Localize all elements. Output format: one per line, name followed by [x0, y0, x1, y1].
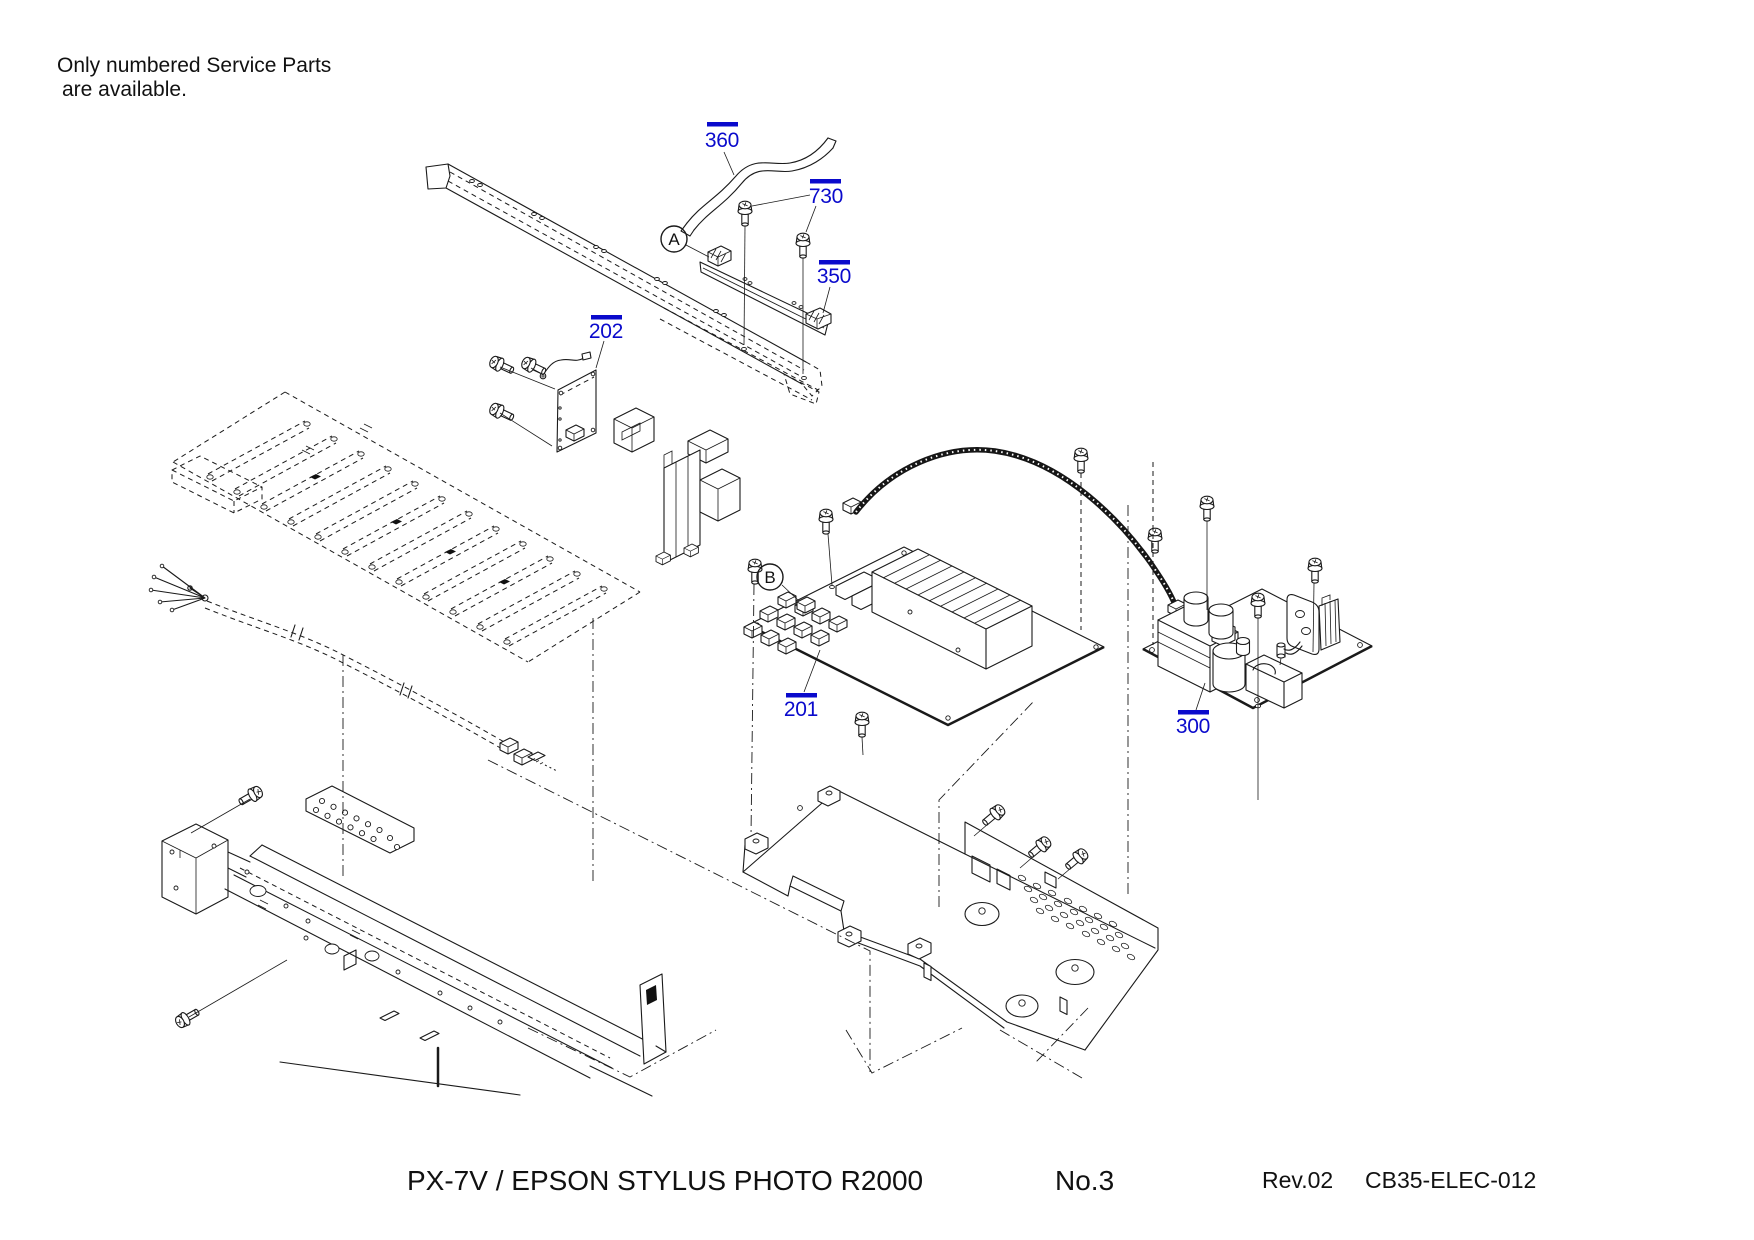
board-holder-brackets	[613, 407, 741, 566]
carriage-rail	[425, 163, 823, 405]
svg-text:730: 730	[809, 185, 843, 208]
note-line-2: are available.	[62, 78, 187, 101]
svg-text:202: 202	[589, 320, 623, 343]
footer-revision: Rev.02	[1262, 1167, 1333, 1193]
callout-b-letter: B	[764, 568, 775, 587]
power-cable	[842, 447, 1187, 617]
rail-lower-phantom	[659, 307, 820, 405]
ground-wire	[539, 351, 592, 380]
label-overline	[591, 315, 622, 320]
leader-360	[723, 151, 735, 176]
screws-730	[737, 194, 817, 374]
callouts: A B	[660, 225, 784, 591]
label-overline	[786, 693, 817, 698]
leader-202	[595, 340, 605, 369]
encoder-connector	[707, 245, 732, 267]
label-overline	[707, 122, 738, 127]
panel-board-202	[487, 340, 605, 453]
part-label-350: 350	[817, 260, 851, 288]
encoder-board-350	[685, 244, 832, 336]
paper-feed-assembly	[171, 391, 641, 663]
leader-callout-b	[781, 584, 800, 602]
part-labels: 360 730 350 202 201 300	[589, 122, 1210, 738]
footer-document-code: CB35-ELEC-012	[1365, 1167, 1536, 1193]
leader-730-b	[805, 205, 817, 233]
rear-wall-holes	[971, 855, 1057, 891]
ac-inlet	[1276, 594, 1341, 666]
part-label-730: 730	[809, 179, 843, 208]
leader-callout-a	[685, 244, 710, 258]
label-overline	[810, 179, 841, 184]
label-overline	[1178, 710, 1209, 715]
wire-harness	[148, 563, 558, 772]
part-label-202: 202	[589, 315, 623, 343]
power-supply-board-300	[1073, 447, 1373, 800]
footer-model: PX-7V / EPSON STYLUS PHOTO R2000	[407, 1165, 923, 1196]
encoder-end-connector	[805, 307, 832, 330]
svg-text:201: 201	[784, 698, 818, 721]
perforated-flange	[305, 785, 415, 854]
note-line-1: Only numbered Service Parts	[57, 54, 331, 77]
rail-screw-holes	[469, 179, 727, 317]
callout-b-circle	[756, 563, 784, 591]
standoff-bosses	[744, 785, 932, 960]
label-overline	[819, 260, 850, 265]
emboss-bosses	[964, 901, 1095, 1018]
svg-text:360: 360	[705, 129, 739, 152]
heatsink	[871, 548, 1033, 670]
footer-page-no: No.3	[1055, 1165, 1114, 1196]
page-texts: Only numbered Service Parts are availabl…	[57, 54, 1536, 1196]
part-label-201: 201	[784, 693, 818, 721]
vent-holes	[1016, 873, 1137, 962]
leader-300	[1195, 682, 1206, 711]
choke-box	[1245, 654, 1303, 709]
leader-730-a	[751, 194, 811, 207]
head-ffc-cable-360	[680, 137, 837, 237]
leader-201	[803, 649, 821, 693]
svg-text:300: 300	[1176, 715, 1210, 738]
projection-lines	[342, 505, 1129, 1079]
part-label-300: 300	[1176, 710, 1210, 738]
svg-text:350: 350	[817, 265, 851, 288]
shield-plate	[742, 785, 1159, 1051]
part-label-360: 360	[705, 122, 739, 152]
capacitors	[1183, 591, 1251, 693]
callout-a-letter: A	[668, 230, 680, 249]
main-chassis	[161, 783, 667, 1097]
leader-350	[822, 286, 831, 314]
main-board-201	[743, 508, 1105, 837]
callout-a-circle	[660, 225, 688, 253]
